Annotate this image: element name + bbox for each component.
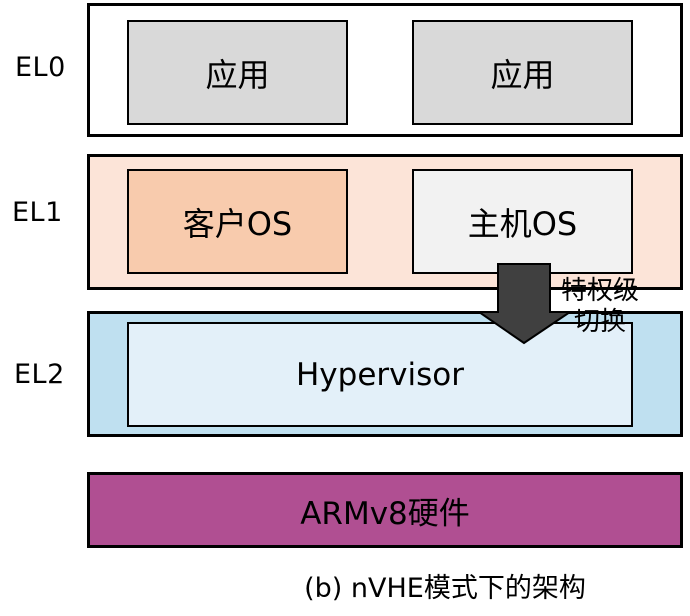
application-box-right: 应用: [412, 20, 633, 125]
privilege-switch-arrow-icon: [475, 263, 574, 345]
hardware-band: ARMv8硬件: [87, 472, 683, 548]
el2-label: EL2: [14, 359, 65, 390]
guest-os-box: 客户OS: [127, 169, 348, 274]
privilege-switch-label-line1: 特权级: [560, 276, 639, 306]
privilege-switch-label: 特权级 切换: [548, 276, 652, 338]
hypervisor-box: Hypervisor: [127, 322, 633, 427]
application-box-left: 应用: [127, 20, 348, 125]
host-os-box: 主机OS: [412, 169, 633, 274]
el1-label: EL1: [12, 197, 63, 228]
hardware-label: ARMv8硬件: [300, 495, 470, 532]
figure-caption: (b) nVHE模式下的架构: [304, 573, 586, 604]
privilege-switch-label-line2: 切换: [573, 307, 626, 337]
el0-label: EL0: [15, 52, 66, 83]
